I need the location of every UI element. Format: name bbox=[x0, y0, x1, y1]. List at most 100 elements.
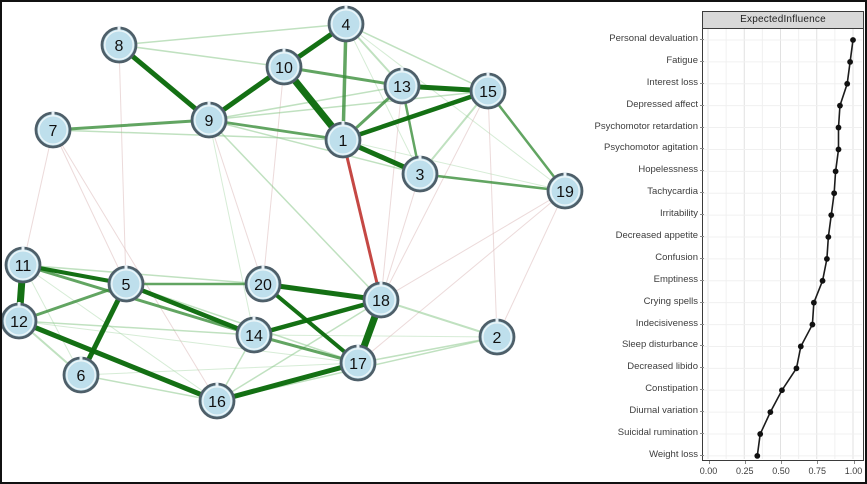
network-edge-11-20 bbox=[22, 264, 264, 285]
node-label: 4 bbox=[342, 17, 351, 34]
network-edge-7-5 bbox=[52, 129, 127, 285]
network-edge-19-2 bbox=[496, 190, 566, 338]
row-label: Diurnal variation bbox=[629, 405, 698, 417]
network-edge-9-20 bbox=[208, 119, 264, 285]
row-label: Psychomotor agitation bbox=[604, 142, 698, 154]
row-label: Suicidal rumination bbox=[617, 427, 698, 439]
chart-point bbox=[847, 58, 853, 65]
network-edge-9-14 bbox=[208, 119, 255, 336]
network-node-10: 10 bbox=[265, 48, 303, 86]
x-tick-label: 0.75 bbox=[808, 466, 827, 476]
row-label: Interest loss bbox=[646, 76, 698, 88]
node-label: 11 bbox=[15, 258, 32, 275]
network-edge-10-20 bbox=[262, 66, 285, 285]
x-tick-mark bbox=[853, 461, 855, 464]
row-label: Weight loss bbox=[649, 448, 698, 460]
network-node-1: 1 bbox=[324, 121, 362, 159]
panel-header-title: ExpectedInfluence bbox=[703, 12, 863, 29]
network-edge-7-16 bbox=[52, 129, 218, 402]
network-edge-6-17 bbox=[80, 362, 359, 376]
row-label: Emptiness bbox=[653, 273, 698, 285]
chart-point bbox=[832, 168, 839, 175]
chart-point bbox=[850, 37, 856, 43]
row-label: Decreased libido bbox=[627, 361, 698, 373]
row-tick-mark bbox=[700, 279, 704, 281]
x-tick-label: 1.00 bbox=[844, 466, 863, 476]
network-node-18: 18 bbox=[362, 281, 400, 319]
node-label: 20 bbox=[254, 277, 272, 294]
network-edge-8-10 bbox=[118, 44, 285, 68]
network-edge-1-15 bbox=[340, 88, 491, 143]
network-node-3: 3 bbox=[401, 155, 439, 193]
network-edge-4-8 bbox=[118, 23, 347, 46]
network-edge-20-17 bbox=[261, 282, 360, 365]
network-node-14: 14 bbox=[235, 316, 273, 354]
influence-line bbox=[756, 39, 854, 457]
node-label: 9 bbox=[205, 113, 214, 130]
network-edge-11-16 bbox=[22, 264, 218, 402]
row-label: Decreased appetite bbox=[615, 230, 698, 241]
network-edge-15-19 bbox=[486, 89, 567, 193]
network-edge-7-11 bbox=[22, 129, 54, 266]
x-tick-label: 0.25 bbox=[735, 466, 754, 476]
chart-point bbox=[810, 299, 817, 306]
network-edge-9-1 bbox=[207, 118, 345, 142]
network-node-8: 8 bbox=[100, 26, 138, 64]
network-edge-12-17 bbox=[18, 320, 359, 364]
row-label: Tachycardia bbox=[647, 186, 698, 198]
chart-point bbox=[837, 102, 843, 109]
network-edge-3-18 bbox=[380, 173, 421, 301]
network-node-11: 11 bbox=[4, 246, 42, 284]
network-edge-14-2 bbox=[253, 334, 498, 338]
row-tick-mark bbox=[700, 301, 704, 303]
row-tick-mark bbox=[700, 411, 704, 413]
network-node-7: 7 bbox=[34, 111, 72, 149]
network-edge-18-2 bbox=[380, 299, 498, 338]
row-tick-mark bbox=[700, 236, 704, 237]
row-label: Depressed affect bbox=[626, 98, 698, 110]
network-edge-15-18 bbox=[380, 90, 489, 301]
row-tick-mark bbox=[700, 104, 704, 106]
network-edge-19-18 bbox=[380, 190, 566, 301]
network-edge-8-5 bbox=[118, 44, 127, 285]
row-tick-mark bbox=[700, 367, 704, 369]
network-edge-4-1 bbox=[341, 22, 348, 142]
x-tick-mark bbox=[744, 461, 746, 464]
network-node-20: 20 bbox=[244, 265, 282, 303]
network-edge-16-17 bbox=[214, 360, 361, 404]
influence-panel: ExpectedInfluence bbox=[702, 11, 864, 461]
row-label: Irritability bbox=[659, 208, 698, 220]
network-edge-9-15 bbox=[208, 90, 489, 121]
row-tick-mark bbox=[700, 148, 704, 150]
network-edge-8-9 bbox=[116, 42, 212, 123]
network-edge-12-16 bbox=[16, 318, 220, 404]
chart-point bbox=[793, 365, 800, 372]
node-label: 13 bbox=[393, 79, 411, 96]
x-tick-mark bbox=[781, 461, 782, 464]
network-edge-20-18 bbox=[260, 281, 384, 303]
network-node-9: 9 bbox=[190, 101, 228, 139]
node-label: 19 bbox=[556, 184, 574, 201]
row-label: Sleep disturbance bbox=[621, 339, 698, 351]
network-edge-7-1 bbox=[52, 129, 344, 141]
network-node-6: 6 bbox=[62, 356, 100, 394]
chart-point bbox=[779, 387, 785, 394]
row-label: Constipation bbox=[645, 383, 698, 395]
network-node-2: 2 bbox=[478, 318, 516, 356]
chart-point bbox=[824, 256, 830, 262]
influence-chart bbox=[703, 29, 862, 459]
node-label: 5 bbox=[122, 277, 131, 294]
network-node-12: 12 bbox=[2, 302, 38, 340]
x-tick-label: 0.50 bbox=[772, 466, 790, 476]
network-node-13: 13 bbox=[383, 67, 421, 105]
chart-point bbox=[844, 80, 851, 87]
network-edge-16-18 bbox=[216, 299, 382, 402]
network-node-19: 19 bbox=[546, 172, 584, 210]
network-edge-15-2 bbox=[487, 90, 498, 338]
network-edge-1-18 bbox=[341, 138, 383, 302]
network-edge-4-3 bbox=[345, 23, 421, 175]
network-edge-4-19 bbox=[345, 23, 566, 192]
node-label: 1 bbox=[339, 133, 348, 150]
